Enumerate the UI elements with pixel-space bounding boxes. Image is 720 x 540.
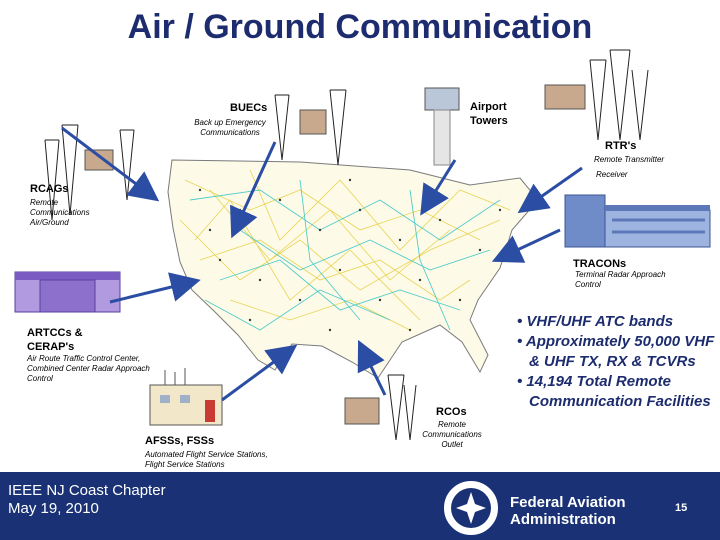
label-artccs: ARTCCs & CERAP's [27, 327, 83, 353]
label-artccs-desc: Air Route Traffic Control Center, Combin… [27, 354, 150, 383]
label-tracons: TRACONs [573, 258, 627, 270]
faa-seal-icon [442, 479, 500, 537]
footer-agency-line2: Administration [510, 511, 616, 528]
artcc-building-icon [14, 271, 121, 313]
label-tracons-desc: Terminal Radar Approach Control [575, 270, 666, 289]
afss-building-icon [149, 368, 223, 426]
slide-title: Air / Ground Communication [127, 8, 593, 46]
buec-towers [274, 89, 347, 166]
rtr-towers [544, 49, 649, 141]
control-tower-icon [424, 87, 460, 166]
pointer-arrows [61, 126, 583, 402]
network-illustration [14, 49, 711, 441]
footer-agency: Federal Aviation Administration [510, 494, 626, 528]
label-buecs-desc: Back up Emergency Communications [194, 118, 266, 137]
label-buecs: BUECs [230, 102, 268, 114]
label-rtrs-desc2: Receiver [596, 170, 628, 179]
tracon-building-icon [564, 194, 711, 248]
rco-station-icon [344, 374, 417, 441]
label-rcags-desc: Remote Communications Air/Ground [30, 198, 90, 227]
footer-agency-line1: Federal Aviation [510, 494, 626, 511]
label-afsss: AFSSs, FSSs [145, 435, 215, 447]
label-rcags: RCAGs [30, 183, 69, 195]
us-map [167, 159, 539, 379]
footer-bar [0, 472, 720, 540]
bullet-item: • 14,194 Total Remote Communication Faci… [517, 373, 711, 410]
label-rtrs: RTR's [605, 140, 637, 152]
footer-date: May 19, 2010 [8, 500, 99, 517]
label-rtrs-desc1: Remote Transmitter [594, 155, 665, 164]
bullet-item: • Approximately 50,000 VHF & UHF TX, RX … [517, 333, 715, 370]
label-rcos-desc: Remote Communications Outlet [422, 420, 482, 449]
label-rcos: RCOs [436, 406, 467, 418]
footer-left: IEEE NJ Coast Chapter May 19, 2010 [8, 482, 166, 518]
label-airport-towers: Airport Towers [470, 101, 508, 127]
label-afsss-desc: Automated Flight Service Stations, Fligh… [145, 450, 268, 469]
facts-bullet-list: • VHF/UHF ATC bands • Approximately 50,0… [505, 312, 715, 412]
rcag-towers [44, 124, 135, 221]
bullet-item: • VHF/UHF ATC bands [517, 313, 674, 330]
footer-chapter: IEEE NJ Coast Chapter [8, 482, 166, 499]
page-number: 15 [675, 502, 688, 514]
